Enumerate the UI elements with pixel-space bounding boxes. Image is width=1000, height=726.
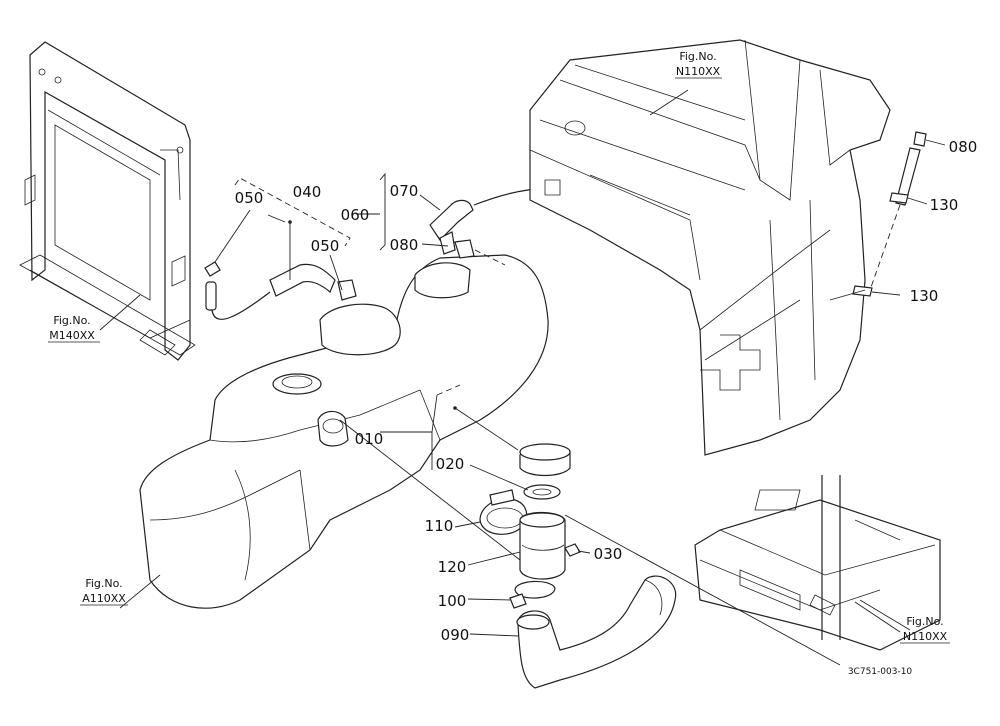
drawing-code: 3C751-003-10 — [848, 667, 913, 677]
callout-050-left: 050 — [235, 189, 264, 207]
callout-090: 090 — [441, 626, 470, 644]
fig-ref-label-a110: Fig.No. — [85, 577, 122, 590]
figure-references: Fig.No. N110XX Fig.No. M140XX Fig.No. A1… — [48, 50, 950, 644]
fig-ref-label-n110-bottom: Fig.No. — [906, 615, 943, 628]
callout-130-lower: 130 — [910, 287, 939, 305]
cab-drain-hose — [852, 131, 927, 297]
callout-110: 110 — [425, 517, 454, 535]
fig-ref-n110-top: N110XX — [676, 65, 721, 78]
callout-020: 020 — [436, 455, 465, 473]
cab-frame — [529, 39, 891, 456]
fuel-tank — [139, 254, 549, 609]
vent-hose — [429, 187, 546, 259]
cab-detail-inset — [694, 475, 941, 651]
fig-ref-n110-bottom: N110XX — [903, 630, 948, 643]
leader-lines — [99, 89, 946, 666]
fig-ref-a110: A110XX — [82, 592, 126, 605]
callout-080-tank: 080 — [390, 236, 419, 254]
callout-030: 030 — [594, 545, 623, 563]
callout-labels: 010 020 030 040 050 050 060 070 080 080 … — [235, 138, 978, 644]
callout-080-cab: 080 — [949, 138, 978, 156]
radiator-frame — [19, 41, 196, 361]
fig-ref-m140: M140XX — [49, 329, 95, 342]
callout-130-upper: 130 — [930, 196, 959, 214]
callout-050-right: 050 — [311, 237, 340, 255]
callout-060: 060 — [341, 206, 370, 224]
fig-ref-label-m140: Fig.No. — [53, 314, 90, 327]
callout-010: 010 — [355, 430, 384, 448]
callout-040: 040 — [293, 183, 322, 201]
callout-100: 100 — [438, 592, 467, 610]
callout-120: 120 — [438, 558, 467, 576]
callout-070: 070 — [390, 182, 419, 200]
fig-ref-label-top: Fig.No. — [679, 50, 716, 63]
filler-cap-assembly — [479, 443, 677, 689]
overflow-hose — [204, 261, 357, 320]
